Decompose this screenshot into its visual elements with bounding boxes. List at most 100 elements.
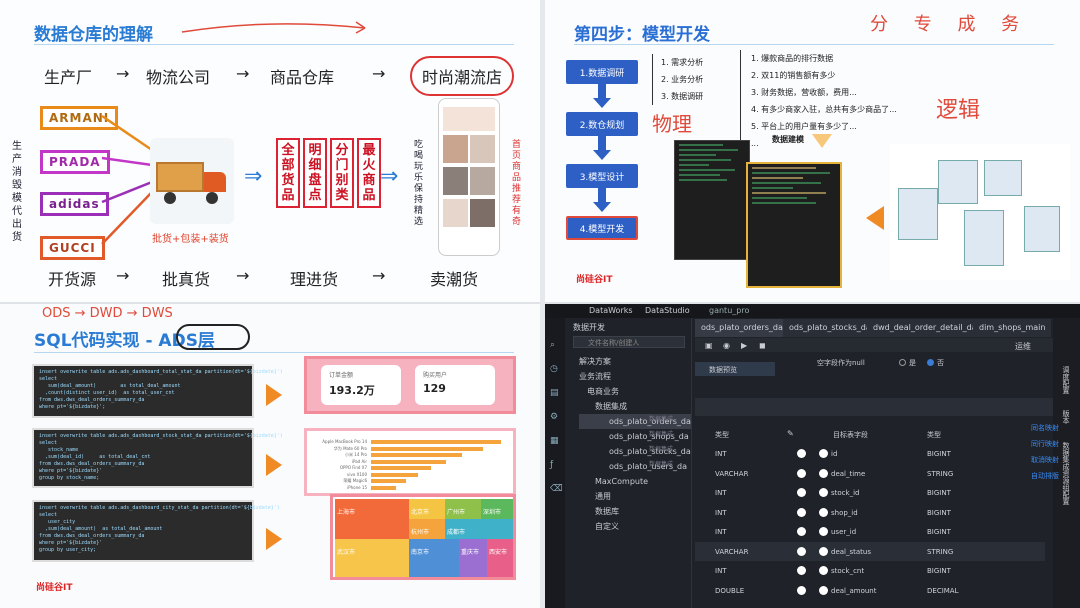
flow-arrow: → (116, 64, 129, 83)
radio-no[interactable] (927, 359, 934, 366)
tree-data-integration[interactable]: 数据集成 (579, 399, 691, 414)
link-cancel[interactable]: 取消映射 (1031, 452, 1059, 468)
truck-caption: 批货+包装+装货 (152, 230, 229, 245)
note-char: 有 (512, 206, 524, 217)
tree-shops[interactable]: ods_plato_shops_da (579, 429, 691, 444)
er-entity (1024, 206, 1060, 252)
function-icon[interactable]: ƒ (550, 460, 553, 470)
side-version[interactable]: 版本 (1061, 410, 1071, 424)
treemap-cell: 武汉市 (335, 539, 409, 577)
treemap-label: 南京市 (409, 547, 431, 558)
side-resource[interactable]: 数据集成资源组配置 (1061, 442, 1071, 505)
gear-icon[interactable]: ⚙ (550, 412, 558, 422)
target-connector[interactable] (819, 566, 828, 575)
source-connector[interactable] (797, 547, 806, 556)
target-connector[interactable] (819, 449, 828, 458)
note-char: 奇 (512, 217, 524, 228)
source-connector[interactable] (797, 527, 806, 536)
source-connector[interactable] (797, 508, 806, 517)
tab-stocks[interactable]: ods_plato_stocks_da (783, 319, 877, 337)
treemap-cell: 杭州市 (409, 519, 445, 539)
treemap-cell: 西安市 (487, 539, 513, 577)
link-layout[interactable]: 自动排版 (1031, 468, 1059, 484)
target-connector[interactable] (819, 469, 828, 478)
save-icon[interactable]: ▣ (705, 341, 713, 350)
slide-title: 第四步：模型开发 (574, 20, 710, 45)
tree-business-flow[interactable]: 业务流程 (579, 369, 691, 384)
link-same-name[interactable]: 同名映射 (1031, 420, 1059, 436)
tree-common[interactable]: 通用 (579, 489, 691, 504)
note-char: 精 (414, 206, 426, 217)
treemap-panel: 上海市 北京市 广州市 深圳市 杭州市 成都市 武汉市 南京市 重庆市 西安市 (330, 494, 516, 580)
source-connector[interactable] (797, 586, 806, 595)
tree-solutions[interactable]: 解决方案 (579, 354, 691, 369)
code-line (752, 182, 821, 184)
source-type: INT (715, 567, 727, 575)
tree-stocks[interactable]: ods_plato_stocks_da (579, 444, 691, 459)
treemap-label: 上海市 (335, 507, 357, 518)
bar (371, 479, 406, 483)
tree-tag: 数据集成 (649, 429, 673, 438)
source-connector[interactable] (797, 449, 806, 458)
tree-custom[interactable]: 自定义 (579, 519, 691, 534)
note-char: 首 (512, 140, 524, 151)
side-schedule[interactable]: 调度配置 (1061, 366, 1071, 394)
step-arrow (593, 98, 611, 108)
source-connector[interactable] (797, 488, 806, 497)
tab-shops-main[interactable]: dim_shops_main (973, 319, 1051, 337)
target-connector[interactable] (819, 547, 828, 556)
trash-icon[interactable]: ⌫ (550, 484, 563, 494)
tree-users[interactable]: ods_plato_users_da (579, 459, 691, 474)
logo: 尚硅谷IT (576, 272, 613, 285)
step-arrow (593, 150, 611, 160)
tab-orders[interactable]: ods_plato_orders_da (695, 319, 789, 337)
source-connector[interactable] (797, 566, 806, 575)
tree-database[interactable]: 数据库 (579, 504, 691, 519)
history-icon[interactable]: ◷ (550, 364, 558, 374)
target-type: BIGINT (927, 450, 951, 458)
sql-block-total: insert overwrite table ads.ads_dashboard… (32, 364, 254, 418)
folder-icon[interactable]: ▤ (550, 388, 559, 398)
note-char: 乐 (414, 173, 426, 184)
stop-icon[interactable]: ◼ (759, 341, 766, 350)
search-icon[interactable]: ⌕ (550, 340, 555, 350)
target-connector[interactable] (819, 527, 828, 536)
ops-link[interactable]: 运维 (1015, 341, 1031, 352)
tree-orders[interactable]: ods_plato_orders_da (579, 414, 691, 429)
question-item: 4. 有多少商家入驻，总共有多少商品了... (751, 101, 897, 118)
side-char: 模 (6, 192, 28, 205)
brand-adidas: adidas (40, 192, 109, 216)
tab-order-detail[interactable]: dwd_deal_order_detail_da (867, 319, 983, 337)
target-connector[interactable] (819, 508, 828, 517)
brand-gucci: GUCCI (40, 236, 105, 260)
code-line (679, 159, 731, 161)
run-icon[interactable]: ▶ (741, 341, 747, 350)
code-line (752, 187, 793, 189)
edit-icon[interactable]: ✎ (787, 429, 794, 438)
target-field: shop_id (831, 509, 858, 517)
preview-section[interactable]: 数据预览 (695, 362, 775, 376)
search-input[interactable]: 文件名称/创建人 (573, 336, 685, 348)
radio-yes[interactable] (899, 359, 906, 366)
link-same-row[interactable]: 同行映射 (1031, 436, 1059, 452)
target-connector[interactable] (819, 488, 828, 497)
column-hot-goods: 最火商品 (357, 138, 381, 208)
tree-maxcompute[interactable]: MaxCompute (579, 474, 691, 489)
table-icon[interactable]: ▦ (550, 436, 559, 446)
search-placeholder: 文件名称/创建人 (588, 338, 639, 348)
source-connector[interactable] (797, 469, 806, 478)
panel-warehouse-understanding: 数据仓库的理解 生产厂 → 物流公司 → 商品仓库 → 时尚潮流店 ARMANI… (0, 0, 540, 304)
target-icon[interactable]: ◉ (723, 341, 730, 350)
target-type: BIGINT (927, 528, 951, 536)
target-connector[interactable] (819, 586, 828, 595)
tree-ecommerce[interactable]: 电商业务 (579, 384, 691, 399)
flow-factory: 生产厂 (44, 64, 92, 88)
